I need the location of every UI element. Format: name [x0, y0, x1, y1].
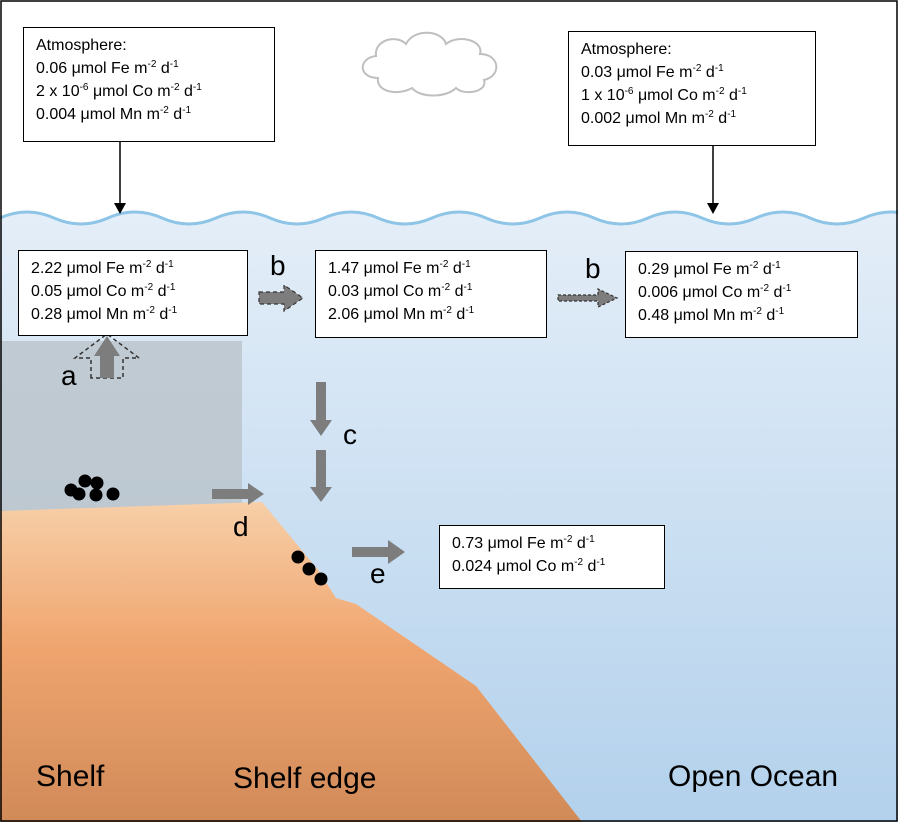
process-label-b-shelf: b: [270, 250, 286, 281]
atmosphere-title: Atmosphere:: [581, 41, 672, 58]
atmosphere-box-shelf: Atmosphere: 0.06 μmol Fe m-2 d-1 2 x 10-…: [23, 27, 275, 142]
region-label-shelf: Shelf: [36, 760, 105, 793]
fe-flux: 0.29 μmol Fe m-2 d-1: [638, 260, 781, 279]
lateral-flux-arrow-b1: [258, 283, 305, 313]
mn-flux: 0.28 μmol Mn m-2 d-1: [31, 305, 178, 324]
slope-particles: [291, 550, 328, 586]
shelf-flux-box: 2.22 μmol Fe m-2 d-1 0.05 μmol Co m-2 d-…: [18, 250, 248, 336]
region-label-open-ocean: Open Ocean: [668, 760, 839, 793]
process-label-c: c: [343, 419, 357, 450]
process-label-b-ocean: b: [585, 253, 601, 284]
sea-surface-line: [0, 210, 898, 226]
open-ocean-flux-box: 0.29 μmol Fe m-2 d-1 0.006 μmol Co m-2 d…: [625, 251, 858, 338]
atmosphere-mn-flux: 0.002 μmol Mn m-2 d-1: [581, 109, 737, 128]
atmosphere-fe-flux: 0.03 μmol Fe m-2 d-1: [581, 63, 724, 82]
sinking-flux-arrow-c-upper: [310, 382, 332, 436]
deposition-arrow-ocean: [707, 145, 719, 214]
mn-flux: 2.06 μmol Mn m-2 d-1: [328, 305, 475, 324]
co-flux: 0.03 μmol Co m-2 d-1: [328, 282, 473, 301]
deposition-arrow-shelf: [114, 141, 126, 214]
co-flux: 0.006 μmol Co m-2 d-1: [638, 283, 792, 302]
co-flux: 0.05 μmol Co m-2 d-1: [31, 282, 176, 301]
shelf-export-arrow-d: [212, 483, 264, 505]
co-flux: 0.024 μmol Co m-2 d-1: [452, 557, 606, 576]
shelf-edge-flux-box: 1.47 μmol Fe m-2 d-1 0.03 μmol Co m-2 d-…: [315, 250, 547, 338]
atmosphere-box-ocean: Atmosphere: 0.03 μmol Fe m-2 d-1 1 x 10-…: [568, 31, 816, 146]
seafloor-sediment: [0, 502, 582, 822]
shelf-particles: [64, 474, 120, 502]
atmosphere-fe-flux: 0.06 μmol Fe m-2 d-1: [36, 59, 179, 78]
shelf-water-overlay: [0, 341, 242, 513]
fe-flux: 1.47 μmol Fe m-2 d-1: [328, 259, 471, 278]
process-label-e: e: [370, 558, 386, 589]
process-label-d: d: [233, 511, 249, 542]
offshore-flux-arrow-e: [352, 540, 405, 564]
lateral-flux-arrow-b2: [557, 288, 619, 308]
atmosphere-co-flux: 2 x 10-6 μmol Co m-2 d-1: [36, 82, 202, 101]
fe-flux: 0.73 μmol Fe m-2 d-1: [452, 534, 595, 553]
region-label-shelf-edge: Shelf edge: [233, 762, 377, 795]
atmosphere-title: Atmosphere:: [36, 37, 127, 54]
offshore-flux-box: 0.73 μmol Fe m-2 d-1 0.024 μmol Co m-2 d…: [439, 525, 665, 589]
atmosphere-mn-flux: 0.004 μmol Mn m-2 d-1: [36, 105, 192, 124]
atmosphere-co-flux: 1 x 10-6 μmol Co m-2 d-1: [581, 86, 747, 105]
mn-flux: 0.48 μmol Mn m-2 d-1: [638, 306, 785, 325]
sinking-flux-arrow-c-lower: [310, 450, 332, 502]
process-label-a: a: [61, 360, 77, 391]
upward-flux-arrow-a: [72, 333, 142, 379]
fe-flux: 2.22 μmol Fe m-2 d-1: [31, 259, 174, 278]
cloud-icon: [361, 31, 498, 97]
